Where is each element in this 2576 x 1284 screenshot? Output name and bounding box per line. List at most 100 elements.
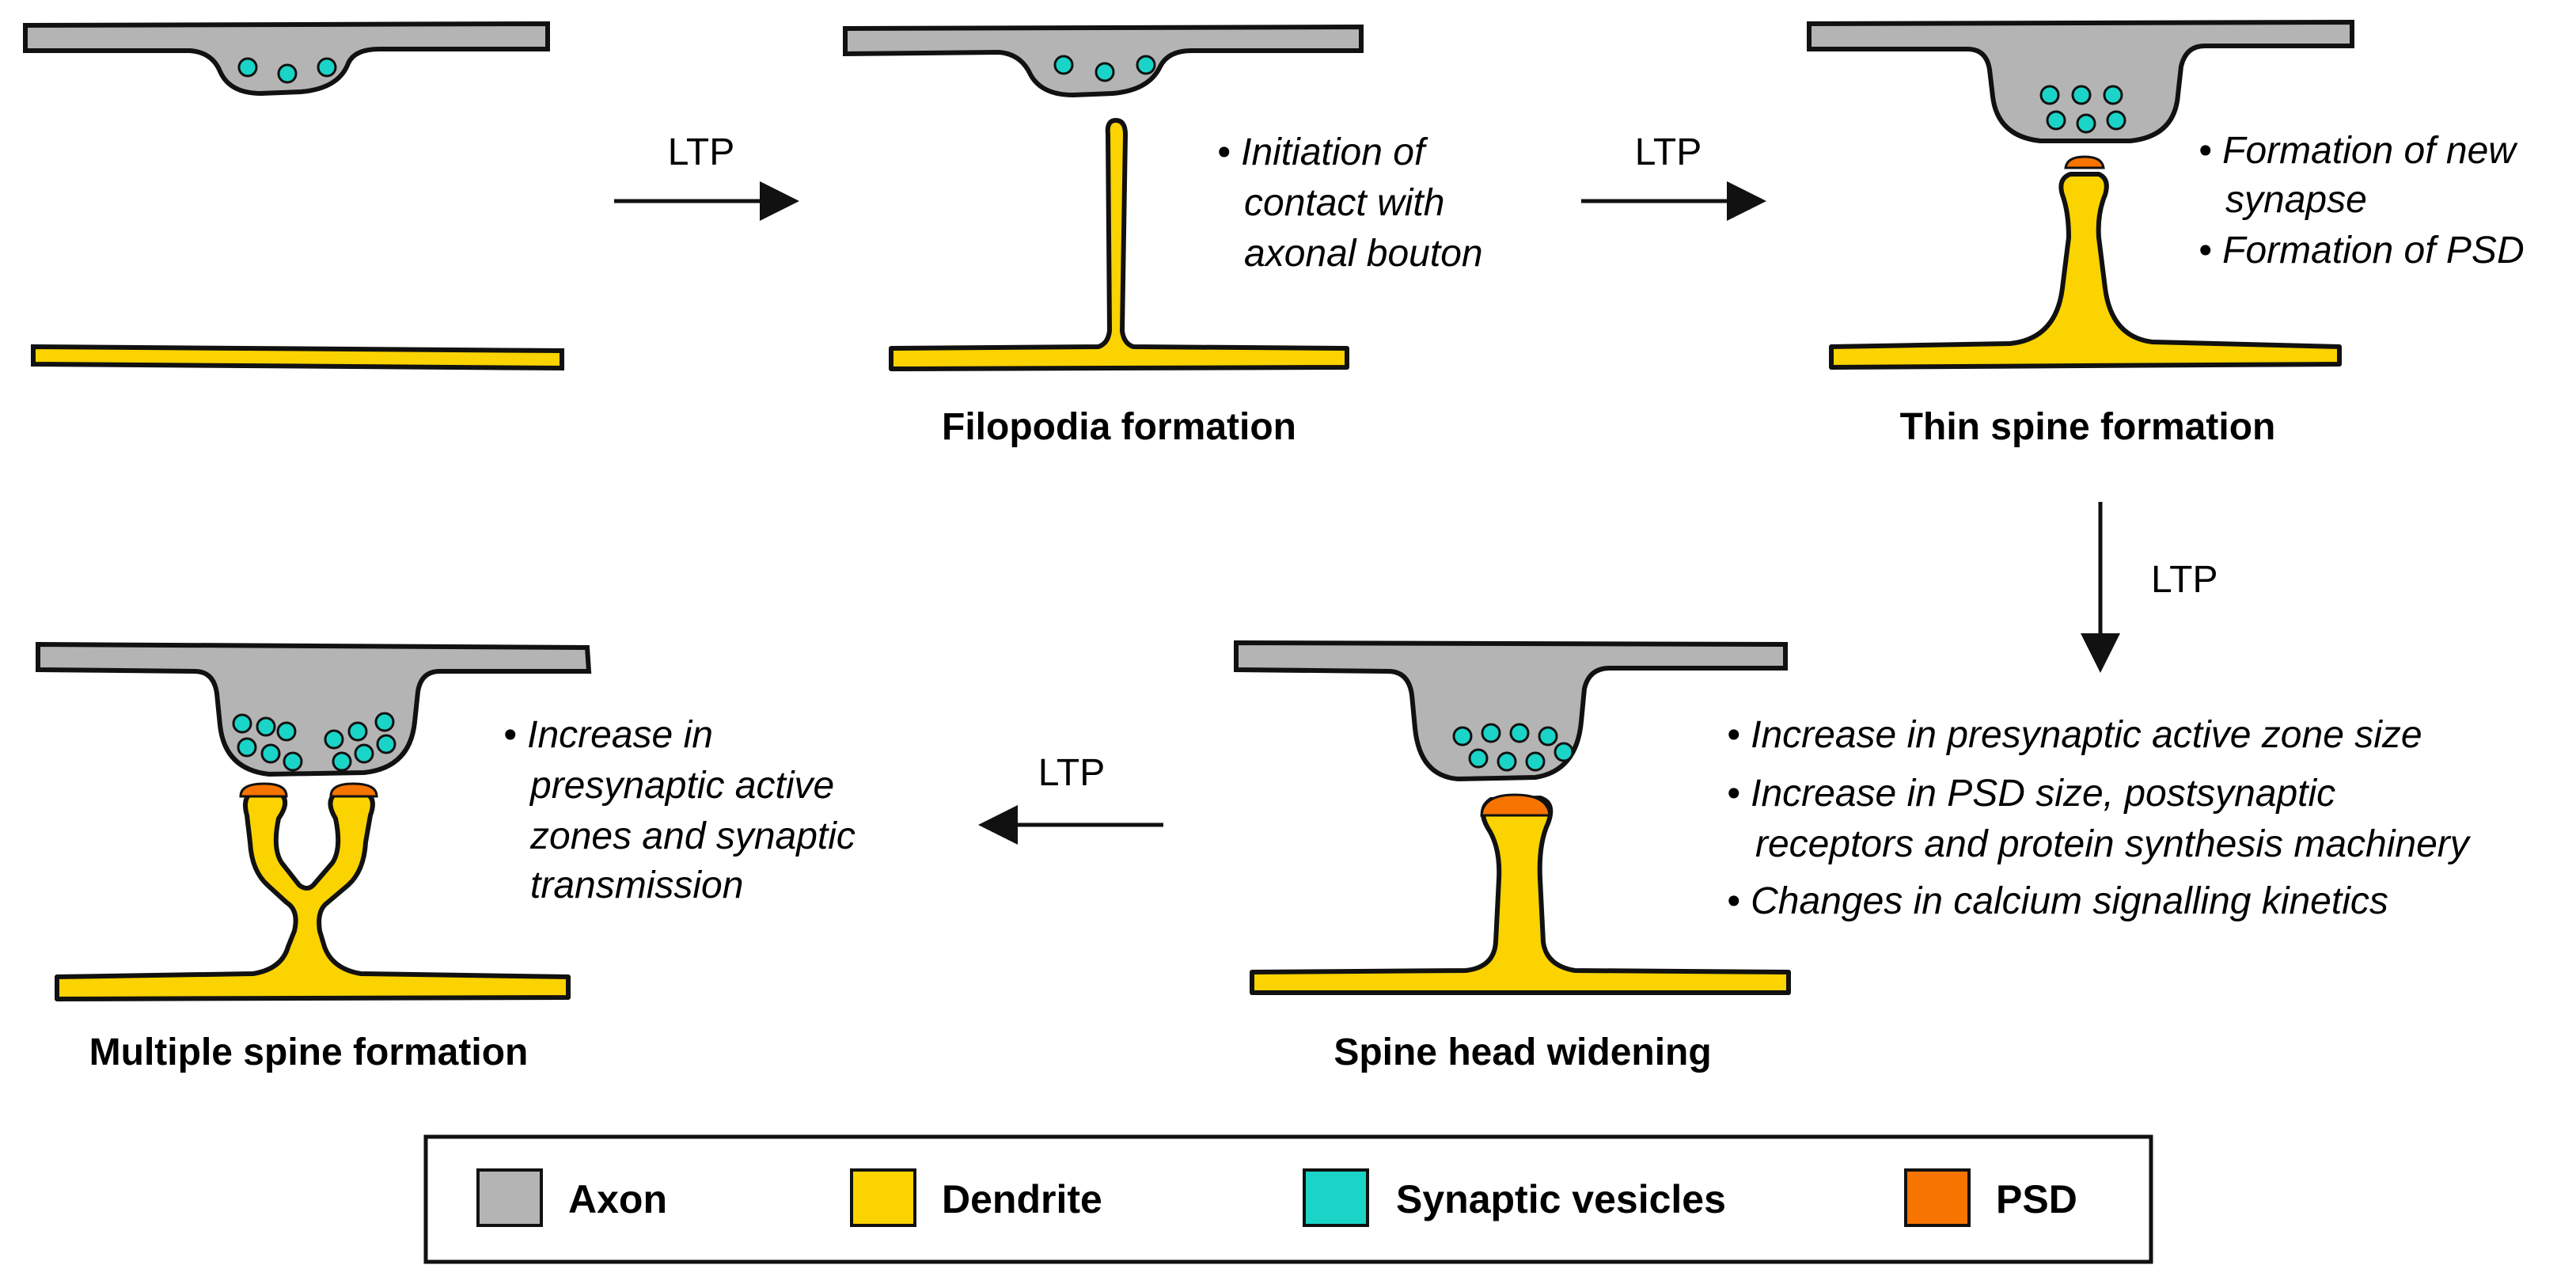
note-line: zones and synaptic bbox=[529, 815, 856, 857]
vesicle bbox=[2106, 110, 2126, 131]
stage-multiple-spine: Multiple spine formation • Increase in p… bbox=[36, 641, 856, 1073]
vesicle bbox=[277, 63, 298, 84]
psd-shape bbox=[1480, 793, 1551, 817]
vesicle bbox=[237, 57, 258, 78]
vesicle bbox=[1481, 723, 1501, 743]
psd-shape bbox=[2064, 155, 2105, 169]
vesicle bbox=[256, 716, 276, 737]
vesicle bbox=[317, 57, 337, 78]
legend-swatch-psd bbox=[1904, 1168, 1971, 1227]
vesicle bbox=[1538, 726, 1558, 746]
stage-notes: • Increase in presynaptic active zones a… bbox=[503, 714, 856, 906]
vesicle bbox=[276, 721, 297, 742]
legend-frame bbox=[423, 1134, 2153, 1264]
stage-title: Multiple spine formation bbox=[89, 1031, 529, 1073]
axon-shape bbox=[36, 641, 592, 777]
axon-shape bbox=[1234, 640, 1788, 782]
ltp-label: LTP bbox=[1635, 131, 1702, 173]
stage-title: Thin spine formation bbox=[1900, 406, 2276, 448]
legend-item-dendrite: Dendrite bbox=[850, 1168, 1102, 1227]
legend-label: Synaptic vesicles bbox=[1396, 1177, 1726, 1221]
vesicle-group-right bbox=[324, 712, 396, 772]
axon-shape bbox=[1807, 19, 2354, 143]
vesicle-group bbox=[1053, 55, 1156, 82]
vesicle bbox=[283, 751, 303, 772]
vesicle bbox=[1497, 751, 1517, 772]
psd-shape bbox=[239, 782, 288, 798]
ltp-label: LTP bbox=[668, 131, 734, 173]
ltp-arrow-4: LTP bbox=[978, 752, 1163, 845]
vesicle bbox=[1452, 726, 1473, 746]
vesicle bbox=[376, 734, 396, 754]
legend-swatch-vesicles bbox=[1303, 1168, 1369, 1227]
legend-label: PSD bbox=[1996, 1177, 2077, 1221]
vesicle-group bbox=[237, 57, 337, 84]
axon-shape bbox=[23, 21, 550, 97]
ltp-arrow-2: LTP bbox=[1581, 131, 1766, 221]
vesicle bbox=[2071, 85, 2092, 105]
vesicle-group bbox=[1452, 723, 1574, 772]
stage-title: Spine head widening bbox=[1334, 1031, 1711, 1073]
dendrite-shape bbox=[31, 344, 564, 371]
vesicle-group-left bbox=[232, 713, 303, 772]
vesicle bbox=[1136, 55, 1156, 75]
dendrite-shape bbox=[55, 791, 571, 1001]
note-line: contact with bbox=[1244, 182, 1444, 224]
vesicle bbox=[2039, 85, 2060, 105]
axon-shape bbox=[843, 24, 1364, 98]
legend-item-psd: PSD bbox=[1904, 1168, 2077, 1227]
vesicle bbox=[2046, 110, 2066, 131]
note-line: transmission bbox=[530, 864, 743, 906]
vesicle bbox=[324, 729, 344, 750]
note-line: axonal bouton bbox=[1244, 233, 1483, 275]
note-line: • Increase in presynaptic active zone si… bbox=[1727, 714, 2422, 756]
stage-notes: • Increase in presynaptic active zone si… bbox=[1727, 714, 2472, 922]
vesicle bbox=[347, 721, 368, 742]
stage-filopodia: Filopodia formation • Initiation of cont… bbox=[843, 24, 1483, 448]
legend-swatch-axon bbox=[476, 1168, 543, 1227]
note-line: presynaptic active bbox=[529, 765, 834, 807]
stage-title: Filopodia formation bbox=[942, 406, 1296, 448]
note-line: • Increase in bbox=[503, 714, 713, 756]
note-line: • Initiation of bbox=[1217, 131, 1428, 173]
ltp-arrow-3: LTP bbox=[2081, 502, 2217, 673]
vesicle bbox=[354, 743, 374, 764]
legend-label: Dendrite bbox=[942, 1177, 1102, 1221]
note-line: receptors and protein synthesis machiner… bbox=[1755, 823, 2472, 865]
vesicle bbox=[1095, 62, 1115, 82]
dendrite-shape bbox=[1829, 172, 2342, 370]
vesicle bbox=[1509, 723, 1530, 743]
vesicle bbox=[1525, 751, 1546, 772]
vesicle bbox=[260, 743, 281, 764]
stage-notes: • Initiation of contact with axonal bout… bbox=[1217, 131, 1483, 275]
note-line: • Formation of PSD bbox=[2199, 230, 2525, 272]
vesicle bbox=[2103, 85, 2123, 105]
legend-label: Axon bbox=[568, 1177, 667, 1221]
note-line: synapse bbox=[2225, 179, 2367, 221]
stage-head-widening: Spine head widening • Increase in presyn… bbox=[1234, 640, 2472, 1073]
dendrite-shape bbox=[1250, 796, 1791, 995]
legend-item-axon: Axon bbox=[476, 1168, 667, 1227]
vesicle bbox=[2076, 113, 2096, 134]
legend: Axon Dendrite Synaptic vesicles PSD bbox=[423, 1134, 2153, 1264]
vesicle bbox=[332, 751, 352, 772]
legend-item-vesicles: Synaptic vesicles bbox=[1303, 1168, 1726, 1227]
note-line: • Increase in PSD size, postsynaptic bbox=[1727, 773, 2335, 815]
stage-notes: • Formation of new synapse • Formation o… bbox=[2199, 130, 2525, 272]
ltp-arrow-1: LTP bbox=[614, 131, 799, 221]
dendrite-shape bbox=[889, 118, 1349, 371]
vesicle bbox=[237, 737, 257, 758]
legend-swatch-dendrite bbox=[850, 1168, 916, 1227]
vesicle bbox=[374, 712, 395, 732]
ltp-label: LTP bbox=[1038, 752, 1105, 794]
stage-thin-spine: Thin spine formation • Formation of new … bbox=[1807, 19, 2525, 448]
note-line: • Formation of new bbox=[2199, 130, 2518, 172]
ltp-label: LTP bbox=[2151, 559, 2217, 601]
note-line: • Changes in calcium signalling kinetics bbox=[1727, 880, 2388, 922]
vesicle-group bbox=[2039, 85, 2126, 134]
psd-shape bbox=[329, 782, 378, 798]
stage-initial bbox=[23, 21, 564, 371]
vesicle bbox=[232, 713, 252, 734]
vesicle bbox=[1053, 55, 1074, 75]
